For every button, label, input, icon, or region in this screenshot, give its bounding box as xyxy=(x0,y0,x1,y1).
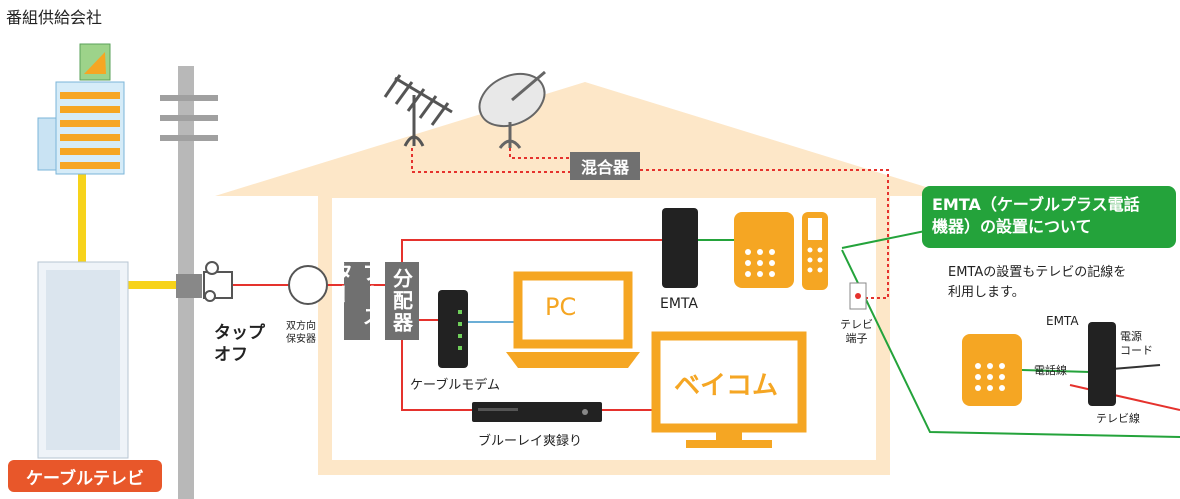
bluray-recorder xyxy=(472,402,602,422)
cable-modem-device xyxy=(438,290,468,368)
splitter-box: 分配器 xyxy=(385,262,419,340)
yellow-feed-line xyxy=(78,170,182,289)
callout-description: EMTAの設置もテレビの記線を 利用します。 xyxy=(948,263,1126,303)
telephone xyxy=(734,212,828,290)
broadcaster-building xyxy=(37,43,125,175)
headend-tower xyxy=(37,261,129,459)
satellite-dish xyxy=(478,70,546,149)
protector-device xyxy=(288,265,328,305)
callout-power-cord-label: 電源 コード xyxy=(1120,330,1153,357)
green-lines xyxy=(698,229,1180,438)
callout-emta-label: EMTA xyxy=(1046,314,1079,328)
callout-telephone xyxy=(962,334,1022,406)
tv-terminal-outlet xyxy=(849,282,867,310)
cable-modem-label: ケーブルモデム xyxy=(410,378,500,393)
callout-title-line2: 機器）の設置について xyxy=(932,217,1092,236)
mixer-box: 混合器 xyxy=(570,152,640,180)
callout-desc-line1: EMTAの設置もテレビの記線を xyxy=(948,265,1127,280)
tap-off-label: タップ オフ xyxy=(214,323,265,365)
tv-label: ベイコム xyxy=(674,371,779,401)
callout-title-box: EMTA（ケーブルプラス電話 機器）の設置について xyxy=(922,186,1176,248)
booster-box: ブースター xyxy=(330,262,383,340)
callout-desc-line2: 利用します。 xyxy=(948,285,1025,300)
tap-off-device xyxy=(203,261,233,302)
dotted-red-lines xyxy=(411,148,889,299)
emta-label: EMTA xyxy=(660,296,698,312)
broadcaster-label: 番組供給会社 xyxy=(6,8,103,27)
emta-device xyxy=(662,208,698,288)
callout-tv-line-label: テレビ線 xyxy=(1096,412,1140,425)
tv-terminal-label: テレビ 端子 xyxy=(840,318,873,345)
uhf-antenna xyxy=(383,74,453,147)
television xyxy=(651,331,807,448)
laptop-pc xyxy=(506,271,640,368)
bluray-label: ブルーレイ爽録り xyxy=(478,434,583,449)
callout-phone-line-label: 電話線 xyxy=(1034,364,1067,377)
cable-tv-badge: ケーブルテレビ xyxy=(8,460,162,492)
callout-title-line1: EMTA（ケーブルプラス電話 xyxy=(932,195,1140,214)
pc-label: PC xyxy=(545,293,577,321)
callout-emta-device xyxy=(1088,322,1116,406)
utility-pole xyxy=(160,66,218,499)
protector-label: 双方向 保安器 xyxy=(286,321,316,345)
